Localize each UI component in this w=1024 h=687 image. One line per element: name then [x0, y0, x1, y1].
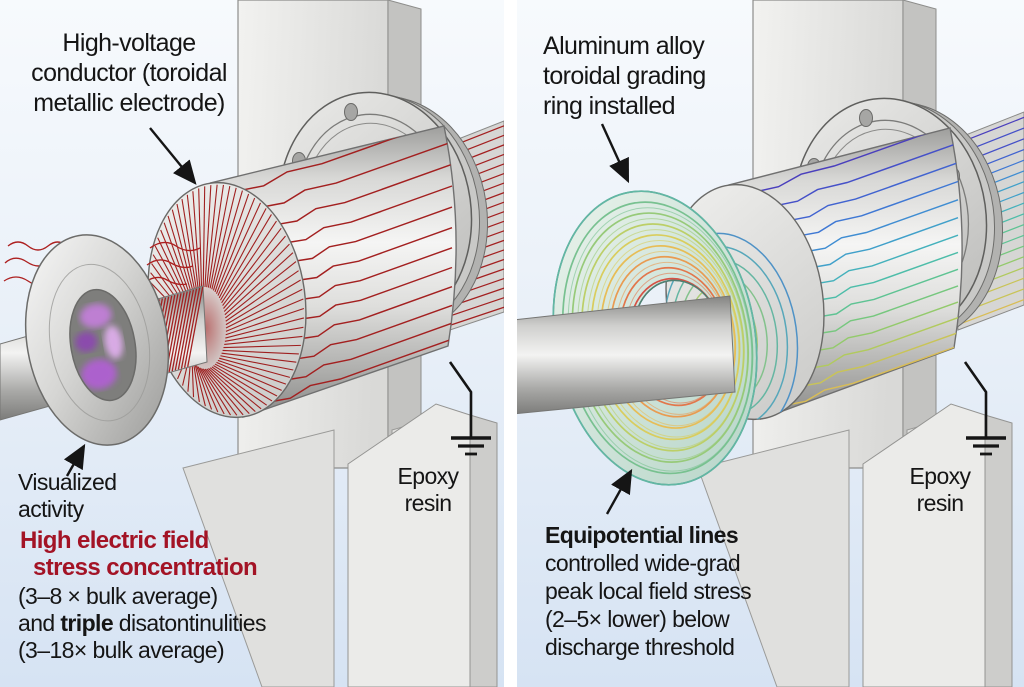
epoxy-line: resin	[916, 490, 964, 516]
stats-line: (3–18× bulk average)	[18, 637, 225, 663]
stats-text: disatontinulities	[113, 610, 267, 636]
ground-icon	[963, 361, 1006, 456]
right-scene	[512, 0, 1024, 687]
panel-divider	[504, 0, 517, 687]
equipotential-line: (2–5× lower) below	[545, 606, 730, 632]
grading-ring-label: Aluminum alloy toroidal grading ring ins…	[543, 31, 773, 121]
stats-line: and triple disatontinulities	[18, 610, 266, 637]
grading-ring-label-line: ring installed	[543, 92, 676, 120]
left-scene	[0, 0, 505, 687]
conductor-label-line: High-voltage	[62, 29, 196, 57]
equipotential-label: Equipotential lines controlled wide-grad…	[545, 521, 752, 661]
conductor-label-line: conductor (toroidal	[31, 59, 227, 87]
conductor-label: High-voltage conductor (toroidal metalli…	[10, 28, 248, 118]
stats-text: and	[18, 610, 61, 636]
arrow-equipotential-label	[605, 468, 633, 515]
stats-line: (3–8 × bulk average)	[18, 583, 218, 609]
epoxy-line: Epoxy	[397, 463, 460, 489]
visualized-line: activity	[18, 496, 84, 522]
toroidal-electrode-ring	[24, 234, 170, 446]
grading-ring-label-line: Aluminum alloy	[543, 32, 705, 60]
equipotential-title: Equipotential lines	[545, 522, 739, 548]
stress-stats: (3–8 × bulk average) and triple disatont…	[18, 583, 266, 664]
epoxy-resin-label-right: Epoxy resin	[880, 463, 1000, 517]
field-stress-line: High electric field	[20, 527, 209, 554]
epoxy-line: resin	[404, 490, 452, 516]
ground-icon	[448, 361, 491, 456]
electrode-cylinder-left	[147, 125, 457, 419]
epoxy-line: Epoxy	[909, 463, 972, 489]
equipotential-line: discharge threshold	[545, 634, 735, 660]
equipotential-line: controlled wide-grad	[545, 550, 741, 576]
field-stress-line: stress concentration	[33, 554, 258, 581]
epoxy-blocks-left	[182, 403, 498, 687]
conductor-label-line: metallic electrode)	[33, 89, 225, 117]
visualized-activity-label: Visualized activity	[18, 469, 117, 523]
arrow-ring-label	[600, 123, 630, 184]
stats-text-bold: triple	[60, 610, 114, 636]
equipotential-line: peak local field stress	[545, 578, 752, 604]
epoxy-blocks-right	[697, 403, 1013, 687]
arrow-visualized-activity	[63, 443, 86, 477]
grading-ring-label-line: toroidal grading	[543, 62, 706, 90]
field-stress-warning: High electric field stress concentration	[20, 527, 258, 581]
epoxy-resin-label-left: Epoxy resin	[368, 463, 488, 517]
visualized-line: Visualized	[18, 469, 117, 495]
arrow-conductor-label	[149, 127, 197, 185]
